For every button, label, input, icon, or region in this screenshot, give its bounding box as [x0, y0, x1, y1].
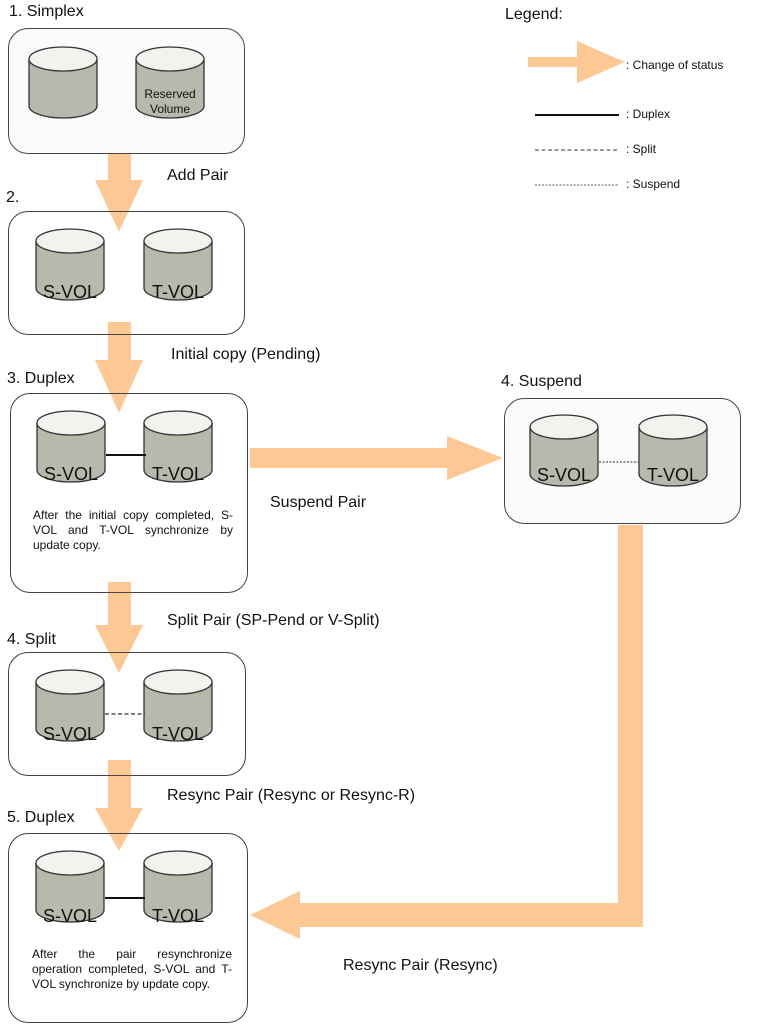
arrow-add-pair: [95, 138, 143, 232]
split-link-line: [105, 713, 145, 715]
svol-label: S-VOL: [42, 724, 98, 744]
transition-label-add-pair: Add Pair: [167, 167, 229, 184]
tvol-label: T-VOL: [646, 465, 699, 485]
arrow-split-pair: [95, 582, 143, 673]
tvol-label: T-VOL: [151, 724, 204, 744]
state-title-duplex-5: 5. Duplex: [7, 809, 75, 826]
state-title-duplex-3: 3. Duplex: [7, 370, 75, 387]
legend-lines: [535, 114, 619, 186]
transition-label-resync-pair-suspend: Resync Pair (Resync): [343, 957, 498, 974]
volume-cylinder-primary: [28, 46, 98, 119]
transition-label-suspend-pair: Suspend Pair: [270, 494, 367, 511]
svol-label: S-VOL: [43, 464, 99, 484]
legend-arrow-icon: [528, 41, 625, 83]
arrow-initial-copy: [95, 322, 143, 413]
reserved-volume-label-line2: Volume: [149, 102, 191, 116]
arrow-suspend-pair: [250, 436, 503, 480]
volume-cylinder-svol: [529, 414, 599, 487]
state-title-simplex: 1. Simplex: [9, 3, 84, 20]
arrow-resync-pair-split: [95, 760, 143, 851]
arrow-resync-pair-suspend: [250, 525, 643, 939]
state-box-duplex-3: [10, 393, 248, 593]
legend-label-split: : Split: [626, 142, 657, 156]
state-title-pending: 2.: [6, 189, 20, 206]
reserved-volume-label-line1: Reserved: [144, 87, 196, 101]
state-title-suspend: 4. Suspend: [501, 373, 582, 390]
state-box-duplex-5: [8, 833, 248, 1023]
state-description-duplex-3: After the initial copy completed, S-VOL …: [33, 508, 233, 552]
transition-label-resync-pair-split: Resync Pair (Resync or Resync-R): [167, 787, 416, 804]
tvol-label: T-VOL: [151, 464, 204, 484]
transition-label-split-pair: Split Pair (SP-Pend or V-Split): [167, 612, 380, 629]
duplex-link-line: [105, 897, 145, 899]
svol-label: S-VOL: [536, 465, 592, 485]
duplex-link-line: [106, 454, 146, 456]
state-box-split: [8, 652, 246, 776]
legend-label-duplex: : Duplex: [626, 107, 671, 121]
tvol-label: T-VOL: [151, 906, 204, 926]
legend-title: Legend:: [505, 6, 563, 23]
legend-label-change-of-status: : Change of status: [626, 58, 724, 72]
state-title-split: 4. Split: [7, 631, 56, 648]
reserved-volume-label: Reserved Volume: [135, 87, 205, 117]
svol-label: S-VOL: [42, 906, 98, 926]
tvol-label: T-VOL: [151, 282, 204, 302]
legend-label-suspend: : Suspend: [626, 177, 681, 191]
svol-label: S-VOL: [42, 282, 98, 302]
transition-label-initial-copy: Initial copy (Pending): [171, 346, 321, 363]
suspend-link-line: [599, 461, 641, 463]
volume-cylinder-tvol: [638, 414, 708, 487]
state-description-duplex-5: After the pair resynchronize operation c…: [32, 947, 232, 991]
state-box-pending: [8, 211, 245, 335]
